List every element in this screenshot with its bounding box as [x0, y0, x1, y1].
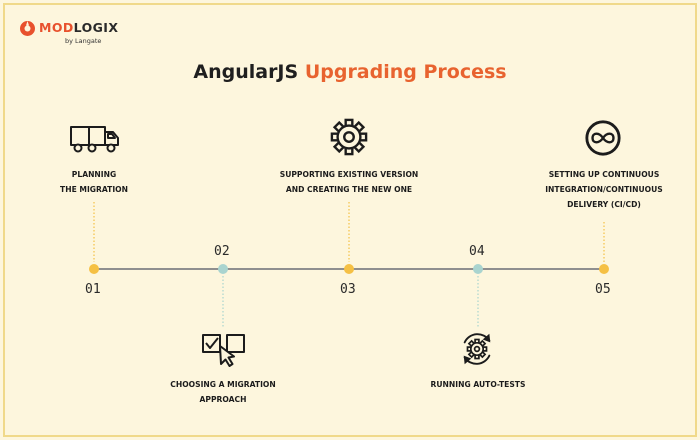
step-label-line: CHOOSING A MIGRATION [170, 380, 276, 389]
step-dot-5 [599, 264, 609, 274]
brand-tagline: by Langate [65, 37, 102, 45]
step-number-1: 01 [85, 282, 101, 297]
step-label-2: CHOOSING A MIGRATION APPROACH [148, 377, 298, 407]
step-number-2: 02 [214, 244, 230, 259]
step-label-line: SETTING UP CONTINUOUS [548, 170, 660, 179]
checkbox-cursor-icon [202, 334, 245, 367]
step-number-5: 05 [595, 282, 611, 297]
refresh-gear-icon [463, 333, 491, 365]
step-label-1: PLANNING THE MIGRATION [44, 167, 144, 197]
step-number-3: 03 [340, 282, 356, 297]
step-label-4: RUNNING AUTO-TESTS [403, 377, 553, 392]
logo-mark-icon [20, 21, 35, 36]
step-dot-3 [344, 264, 354, 274]
infinity-icon [585, 120, 621, 156]
step-number-4: 04 [469, 244, 485, 259]
step-label-line: INTEGRATION/CONTINUOUS [545, 185, 663, 194]
truck-icon [70, 126, 119, 153]
page-title: AngularJS Upgrading Process [193, 61, 507, 83]
step-dot-4 [473, 264, 483, 274]
step-dot-2 [218, 264, 228, 274]
step-dot-1 [89, 264, 99, 274]
step-label-5: SETTING UP CONTINUOUS INTEGRATION/CONTIN… [522, 167, 686, 212]
border-frame [3, 3, 697, 437]
step-label-line: AND CREATING THE NEW ONE [285, 185, 413, 194]
step-label-line: RUNNING AUTO-TESTS [430, 380, 526, 389]
brand-name: MODLOGIX [39, 20, 119, 35]
step-label-line: DELIVERY (CI/CD) [567, 200, 641, 209]
gear-icon [330, 118, 368, 156]
step-label-line: SUPPORTING EXISTING VERSION [279, 170, 419, 179]
step-label-line: THE MIGRATION [60, 185, 128, 194]
step-label-line: PLANNING [71, 170, 117, 179]
step-label-3: SUPPORTING EXISTING VERSION AND CREATING… [264, 167, 434, 197]
step-label-line: APPROACH [199, 395, 247, 404]
